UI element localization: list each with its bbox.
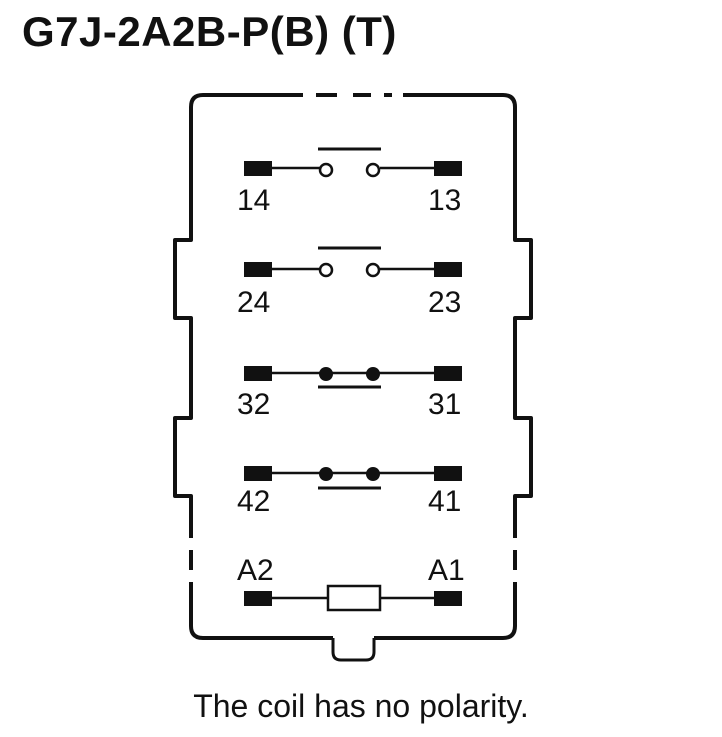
terminal-pin-32 (244, 366, 272, 381)
pin-label-42: 42 (237, 485, 270, 518)
pin-label-31: 31 (428, 388, 461, 421)
pin-label-14: 14 (237, 184, 270, 217)
open-contact-left (318, 162, 334, 178)
terminal-pin-14 (244, 161, 272, 176)
terminal-pin-24 (244, 262, 272, 277)
relay-housing (173, 93, 533, 640)
pin-label-32: 32 (237, 388, 270, 421)
pin-label-a1: A1 (428, 554, 465, 587)
contact-nc-1 (244, 147, 462, 178)
terminal-pin-23 (434, 262, 462, 277)
terminal-pin-42 (244, 466, 272, 481)
pin-label-23: 23 (428, 286, 461, 319)
closed-contact-left (319, 467, 333, 481)
housing-tab (331, 638, 376, 662)
open-contact-right (365, 262, 381, 278)
coil-symbol (326, 584, 382, 612)
pin-label-24: 24 (237, 286, 270, 319)
housing-dashes (189, 93, 517, 570)
contact-nc-3 (244, 366, 462, 389)
closed-contact-right (366, 367, 380, 381)
closed-contact-left (319, 367, 333, 381)
terminal-pin-31 (434, 366, 462, 381)
pin-label-a2: A2 (237, 554, 274, 587)
terminal-pin-a2 (244, 591, 272, 606)
contact-nc-4 (244, 466, 462, 490)
open-contact-right (365, 162, 381, 178)
caption: The coil has no polarity. (193, 688, 529, 724)
terminal-pin-a1 (434, 591, 462, 606)
terminal-pin-41 (434, 466, 462, 481)
pin-label-13: 13 (428, 184, 461, 217)
terminal-pin-13 (434, 161, 462, 176)
coil (244, 584, 462, 612)
contact-no-2 (244, 246, 462, 278)
page-title: G7J-2A2B-P(B) (T) (22, 8, 397, 55)
pin-label-41: 41 (428, 485, 461, 518)
closed-contact-right (366, 467, 380, 481)
open-contact-left (318, 262, 334, 278)
